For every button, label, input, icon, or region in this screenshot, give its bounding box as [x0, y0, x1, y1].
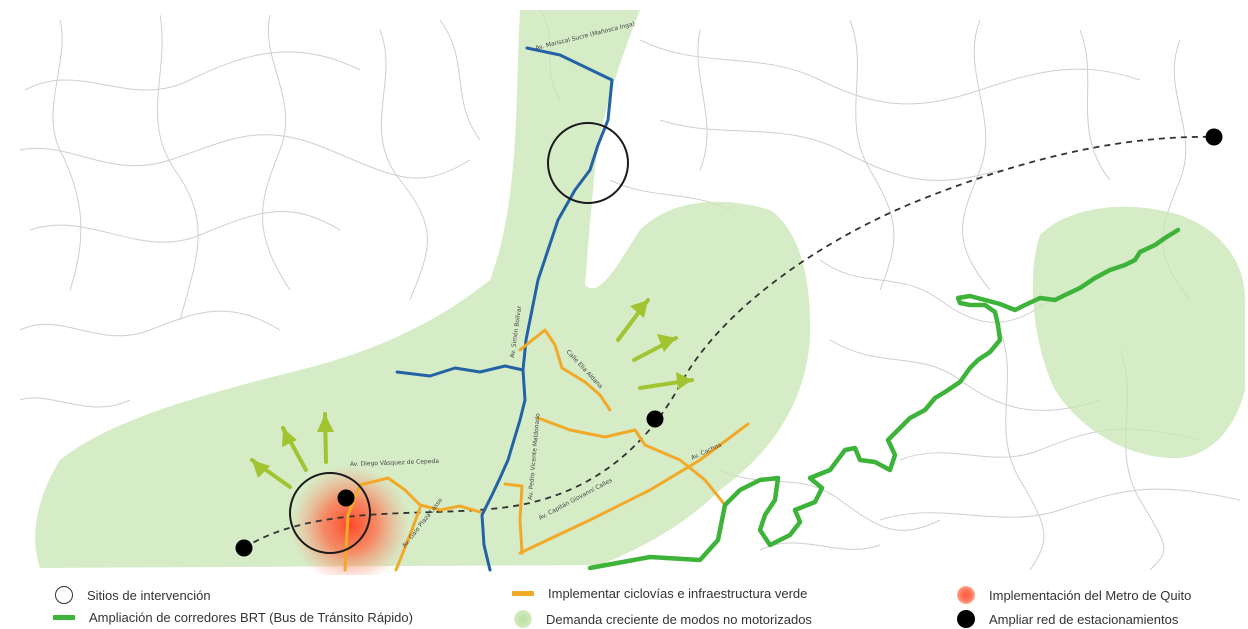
- demand-zones: [35, 10, 1245, 568]
- street-label: Av. Diego Vásquez de Cepeda: [350, 458, 440, 468]
- legend-item-demand: Demanda creciente de modos no motorizado…: [514, 610, 812, 628]
- bus-route: [395, 46, 614, 572]
- arrow-icon: [638, 372, 694, 390]
- demand-arrows: [250, 298, 694, 489]
- metro-glow-icon: [957, 586, 975, 604]
- parking-dot: [1205, 128, 1223, 146]
- bus-route-west-branch: [395, 364, 525, 378]
- bus-route-main: [480, 46, 614, 572]
- map-canvas: Av. Mariscal Sucre (Mañosca Inga) Av. Si…: [19, 9, 1245, 575]
- intervention-site-circle: [547, 122, 629, 204]
- demand-zone-north-corridor: [35, 10, 811, 568]
- legend-label: Ampliación de corredores BRT (Bus de Trá…: [89, 610, 413, 625]
- legend-item-metro: Implementación del Metro de Quito: [957, 586, 1191, 604]
- legend-label: Implementación del Metro de Quito: [989, 587, 1192, 603]
- bike-lane-pedro-vicente: [503, 482, 524, 555]
- brt-corridors: [587, 227, 1181, 571]
- legend: Sitios de intervención Ampliación de cor…: [0, 578, 1248, 629]
- legend-label: Demanda creciente de modos no motorizado…: [546, 611, 812, 627]
- bike-lane-galo-plaza: [394, 506, 422, 572]
- black-dot-icon: [957, 610, 975, 628]
- arrow-icon: [281, 426, 308, 472]
- arrow-icon: [317, 412, 334, 464]
- legend-label: Implementar ciclovías e infraestructura …: [548, 586, 808, 601]
- green-blob-icon: [514, 610, 532, 628]
- parking-dot: [646, 410, 664, 428]
- demand-zone-east: [1032, 206, 1245, 459]
- intervention-site-circle: [289, 472, 371, 554]
- bike-lane-central: [536, 416, 727, 507]
- legend-item-bike: Implementar ciclovías e infraestructura …: [512, 586, 807, 601]
- legend-item-intervention: Sitios de intervención: [55, 586, 211, 604]
- bike-lanes: [343, 328, 750, 572]
- legend-label: Sitios de intervención: [87, 587, 211, 603]
- bike-lane-diego-vasquez: [343, 476, 482, 572]
- legend-label: Ampliar red de estacionamientos: [989, 611, 1179, 627]
- legend-item-parking: Ampliar red de estacionamientos: [957, 610, 1178, 628]
- parking-dot: [235, 539, 253, 557]
- orange-line-icon: [512, 591, 534, 596]
- bike-lane-elia-aldana: [518, 328, 612, 412]
- bike-lane-capitan-calles: [518, 422, 750, 555]
- circle-outline-icon: [55, 586, 73, 604]
- arrow-icon: [632, 334, 678, 362]
- brt-corridor-east: [587, 227, 1181, 571]
- parking-dot: [337, 489, 355, 507]
- legend-item-brt: Ampliación de corredores BRT (Bus de Trá…: [53, 610, 413, 625]
- arrow-icon: [250, 458, 292, 489]
- arrow-icon: [616, 298, 650, 342]
- green-line-icon: [53, 615, 75, 620]
- metro-station-glow: [290, 465, 410, 575]
